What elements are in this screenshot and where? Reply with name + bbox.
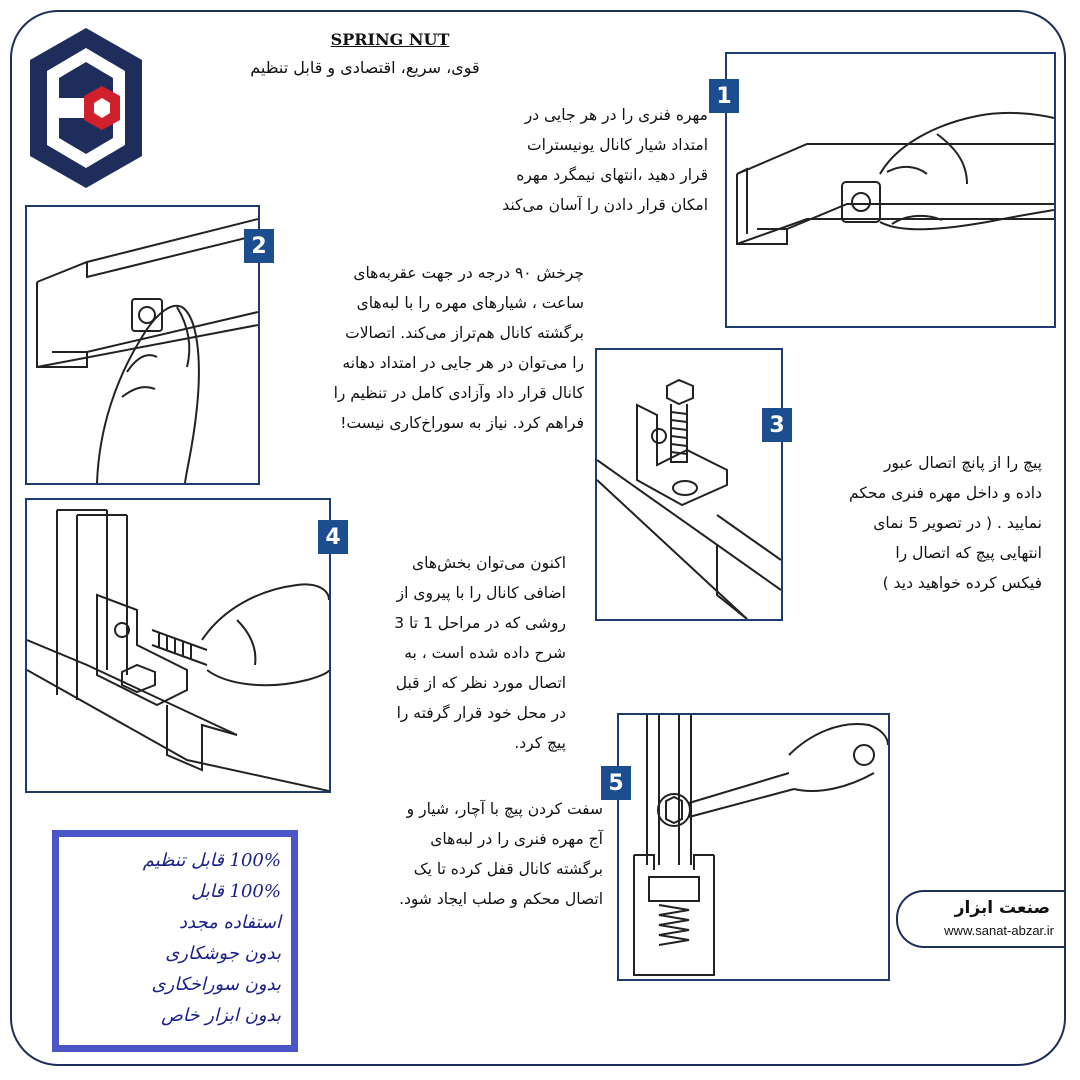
company-logo (30, 28, 142, 188)
step-5-line: اتصال محکم و صلب ایجاد شود. (399, 890, 603, 908)
step-2-line: را می‌توان در هر جایی در امتداد دهانه (342, 354, 584, 372)
step-1-line: امتداد شیار کانال یونیسترات (527, 136, 708, 154)
step-5-line: آج مهره فنری را در لبه‌های (430, 830, 603, 848)
step-5-badge: 5 (601, 766, 631, 800)
feature-item: استفاده مجدد (179, 912, 281, 933)
features-box: 100% قابل تنظیم 100% قابل استفاده مجدد ب… (52, 830, 298, 1052)
step-4-line: در محل خود قرار گرفته را (396, 704, 566, 722)
step-3-badge: 3 (762, 408, 792, 442)
channel-join-drawing (27, 509, 329, 791)
step-5-line: سفت کردن پیچ با آچار، شیار و (406, 800, 603, 818)
channel-hand-insert-drawing (736, 111, 1054, 245)
step-4-text: اکنون می‌توان بخش‌های اضافی کانال را با … (344, 548, 566, 758)
step-1-line: قرار دهید ،انتهای نیمگرد مهره (516, 166, 708, 184)
step-4-line: اتصال مورد نظر که از قبل (395, 674, 566, 692)
step-2-line: فراهم کرد. نیاز به سوراخ‌کاری نیست! (340, 414, 584, 432)
step-3-line: فیکس کرده خواهید دید ) (882, 574, 1042, 592)
page-frame (10, 10, 1066, 1066)
step-3-line: داده و داخل مهره فنری محکم (849, 484, 1042, 502)
step-4-illustration (25, 498, 331, 793)
step-4-line: پیچ کرد. (514, 734, 566, 752)
step-2-line: کانال قرار داد وآزادی کامل در تنظیم را (333, 384, 584, 402)
brand-badge: صنعت ابزار www.sanat-abzar.ir (896, 890, 1064, 948)
step-2-illustration (25, 205, 260, 485)
product-title: SPRING NUT (330, 30, 450, 49)
step-2-badge: 2 (244, 229, 274, 263)
feature-item: بدون ابزار خاص (161, 1005, 281, 1026)
feature-item: 100% قابل (191, 881, 281, 902)
step-1-text: مهره فنری را در هر جایی در امتداد شیار ک… (450, 100, 708, 220)
feature-item: 100% قابل تنظیم (142, 850, 281, 871)
step-4-line: روشی که در مراحل 1 تا 3 (394, 614, 566, 632)
brand-name: صنعت ابزار (954, 898, 1050, 918)
channel-rotate-nut-drawing (36, 218, 258, 483)
step-3-illustration (595, 348, 783, 621)
step-4-badge: 4 (318, 520, 348, 554)
step-5-text: سفت کردن پیچ با آچار، شیار و آج مهره فنر… (333, 794, 603, 914)
step-3-line: نمایید . ( در تصویر 5 نمای (873, 514, 1042, 532)
step-1-line: مهره فنری را در هر جایی در (524, 106, 708, 124)
step-1-illustration (725, 52, 1056, 328)
feature-item: بدون جوشکاری (165, 943, 281, 964)
step-3-line: انتهایی پیچ که اتصال را (895, 544, 1042, 562)
bolt-bracket-drawing (597, 378, 781, 619)
step-4-line: شرح داده شده است ، به (404, 644, 566, 662)
step-2-line: برگشته کانال هم‌تراز می‌کند. اتصالات (345, 324, 584, 342)
step-4-line: اضافی کانال را با پیروی از (396, 584, 566, 602)
step-2-line: چرخش ۹۰ درجه در جهت عقربه‌های (353, 264, 584, 282)
step-2-text: چرخش ۹۰ درجه در جهت عقربه‌های ساعت ، شیا… (272, 258, 584, 438)
step-5-line: برگشته کانال قفل کرده تا یک (413, 860, 603, 878)
feature-item: بدون سوراخکاری (151, 974, 281, 995)
step-4-line: اکنون می‌توان بخش‌های (412, 554, 566, 572)
brand-url[interactable]: www.sanat-abzar.ir (944, 923, 1054, 938)
wrench-tighten-drawing (633, 715, 888, 976)
step-1-badge: 1 (709, 79, 739, 113)
step-3-text: پیچ را از پانچ اتصال عبور داده و داخل مه… (795, 448, 1042, 598)
step-3-line: پیچ را از پانچ اتصال عبور (883, 454, 1042, 472)
product-subtitle: قوی، سریع، اقتصادی و قابل تنظیم (250, 58, 480, 77)
step-2-line: ساعت ، شیارهای مهره را با لبه‌های (356, 294, 584, 312)
step-1-line: امکان قرار دادن را آسان می‌کند (502, 196, 708, 214)
step-5-illustration (617, 713, 890, 981)
